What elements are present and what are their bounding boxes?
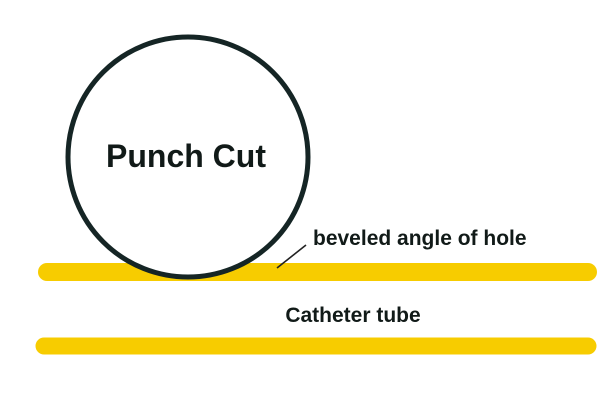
punch-cut-label: Punch Cut — [106, 138, 266, 174]
bevel-leader-line — [276, 244, 307, 269]
catheter-tube-label: Catheter tube — [285, 304, 420, 327]
punch-cut-circle — [65, 34, 311, 280]
beveled-angle-label: beveled angle of hole — [313, 227, 527, 250]
